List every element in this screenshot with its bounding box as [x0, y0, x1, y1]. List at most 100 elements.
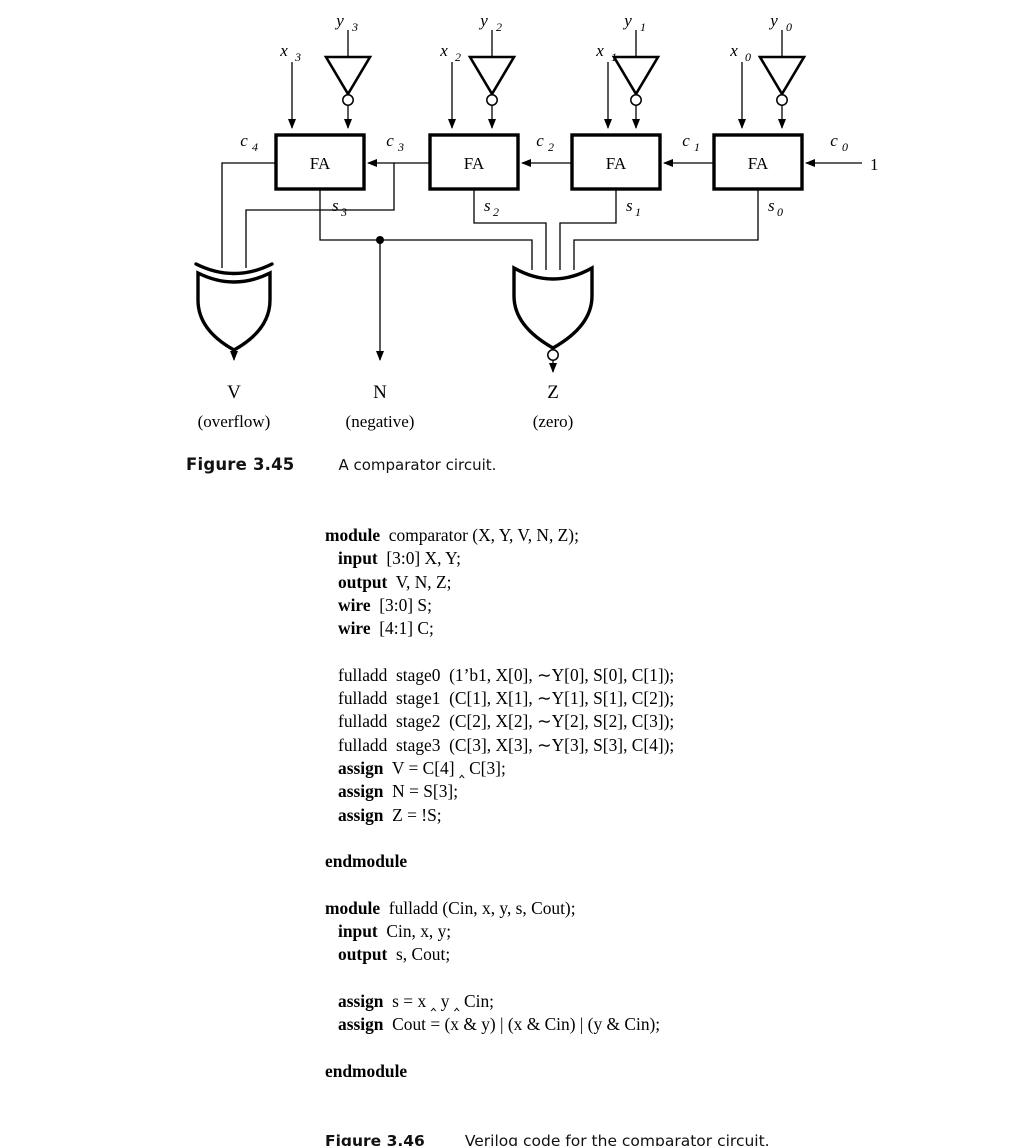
label-x1: x 1	[595, 41, 617, 64]
fa-label-0: FA	[748, 154, 769, 173]
label-y2: y 2	[478, 11, 502, 34]
code-line	[325, 640, 674, 663]
code-keyword: module	[325, 525, 381, 545]
code-line: assign s = x ‸ y ‸ Cin;	[325, 990, 674, 1013]
svg-text:1: 1	[640, 20, 646, 34]
label-c0: c 0	[830, 131, 848, 154]
svg-text:c: c	[682, 131, 690, 150]
code-line: fulladd stage3 (C[3], X[3], ∼Y[3], S[3],…	[325, 734, 674, 757]
code-text: s, Cout;	[387, 944, 451, 965]
output-name-n: N	[373, 382, 387, 403]
figure-caption-text: A comparator circuit.	[338, 456, 497, 474]
next-figure-caption-label: Figure 3.46	[325, 1132, 425, 1146]
code-keyword: input	[325, 921, 378, 942]
label-carry-in-constant: 1	[870, 155, 879, 174]
svg-text:0: 0	[777, 205, 783, 219]
svg-text:3: 3	[340, 205, 347, 219]
code-text: Cin, x, y;	[377, 921, 452, 942]
code-keyword: assign	[325, 990, 384, 1011]
figure-caption: Figure 3.45 A comparator circuit.	[186, 455, 886, 474]
code-text: [3:0] S;	[370, 594, 432, 615]
code-keyword: assign	[325, 1014, 384, 1035]
full-adder-boxes	[274, 133, 804, 191]
label-c4: c 4	[240, 131, 258, 154]
svg-text:2: 2	[493, 205, 499, 219]
svg-text:s: s	[626, 196, 633, 215]
code-text: fulladd stage2 (C[2], X[2], ∼Y[2], S[2],…	[325, 711, 675, 732]
code-line: assign V = C[4] ‸ C[3];	[325, 757, 674, 780]
code-line: endmodule	[325, 850, 674, 873]
svg-text:y: y	[334, 11, 344, 30]
svg-text:c: c	[536, 131, 544, 150]
svg-text:y: y	[768, 11, 778, 30]
svg-text:3: 3	[351, 20, 358, 34]
code-text: [3:0] X, Y;	[377, 548, 461, 569]
svg-text:c: c	[386, 131, 394, 150]
svg-text:s: s	[768, 196, 775, 215]
svg-text:x: x	[439, 41, 448, 60]
code-keyword: endmodule	[325, 851, 408, 872]
code-line: assign Z = !S;	[325, 804, 674, 827]
output-desc-n: (negative)	[346, 412, 415, 431]
label-y1: y 1	[622, 11, 646, 34]
code-line: fulladd stage1 (C[1], X[1], ∼Y[1], S[1],…	[325, 687, 674, 710]
sum-output-wires	[319, 189, 759, 270]
code-line: assign N = S[3];	[325, 780, 674, 803]
code-keyword: assign	[325, 781, 384, 802]
fa-label-2: FA	[464, 154, 485, 173]
svg-text:x: x	[729, 41, 738, 60]
nor-bubble-icon	[547, 349, 559, 361]
code-text: fulladd stage0 (1’b1, X[0], ∼Y[0], S[0],…	[325, 664, 675, 685]
figure-comparator-circuit: y 3 y 2 y 1 y 0 x 3 x 2 x 1 x 0	[0, 0, 1014, 440]
code-keyword: module	[325, 897, 381, 918]
code-keyword: assign	[325, 804, 384, 825]
code-text: fulladd (Cin, x, y, s, Cout);	[380, 897, 576, 918]
code-text: [4:1] C;	[370, 618, 434, 639]
inverter-bubbles	[342, 94, 788, 106]
svg-text:1: 1	[694, 140, 700, 154]
svg-text:0: 0	[786, 20, 792, 34]
code-text: fulladd stage1 (C[1], X[1], ∼Y[1], S[1],…	[325, 688, 675, 709]
code-line: fulladd stage0 (1’b1, X[0], ∼Y[0], S[0],…	[325, 664, 674, 687]
svg-text:1: 1	[611, 50, 617, 64]
code-line: wire [3:0] S;	[325, 594, 674, 617]
code-line: endmodule	[325, 1060, 674, 1083]
label-c2: c 2	[536, 131, 554, 154]
code-keyword: input	[325, 548, 378, 569]
output-name-v: V	[227, 382, 241, 403]
code-keyword: wire	[325, 618, 371, 639]
code-text: N = S[3];	[383, 781, 459, 802]
code-line: module fulladd (Cin, x, y, s, Cout);	[325, 897, 674, 920]
svg-text:2: 2	[455, 50, 461, 64]
code-line: input [3:0] X, Y;	[325, 547, 674, 570]
inverter-gates	[323, 55, 807, 97]
code-text: comparator (X, Y, V, N, Z);	[380, 525, 579, 545]
code-text: Z = !S;	[383, 804, 442, 825]
code-line: module comparator (X, Y, V, N, Z);	[325, 524, 674, 547]
y-input-wires	[347, 30, 783, 57]
svg-text:3: 3	[294, 50, 301, 64]
code-keyword: output	[325, 944, 388, 965]
nor-gate-z	[512, 265, 594, 350]
code-line: wire [4:1] C;	[325, 617, 674, 640]
svg-text:3: 3	[397, 140, 404, 154]
svg-text:s: s	[484, 196, 491, 215]
xor-gate-v	[194, 262, 274, 352]
figure-caption-label: Figure 3.45	[186, 455, 295, 474]
code-line	[325, 873, 674, 896]
code-keyword: wire	[325, 594, 371, 615]
code-keyword: assign	[325, 757, 384, 778]
svg-text:4: 4	[252, 140, 258, 154]
output-name-z: Z	[547, 382, 559, 403]
output-desc-v: (overflow)	[198, 412, 271, 431]
fa-label-1: FA	[606, 154, 627, 173]
label-x0: x 0	[729, 41, 751, 64]
output-desc-z: (zero)	[533, 412, 574, 431]
svg-text:0: 0	[745, 50, 751, 64]
code-line: output V, N, Z;	[325, 571, 674, 594]
svg-text:c: c	[830, 131, 838, 150]
label-x3: x 3	[279, 41, 301, 64]
label-c3: c 3	[386, 131, 404, 154]
circuit-diagram-svg: y 3 y 2 y 1 y 0 x 3 x 2 x 1 x 0	[194, 11, 879, 431]
